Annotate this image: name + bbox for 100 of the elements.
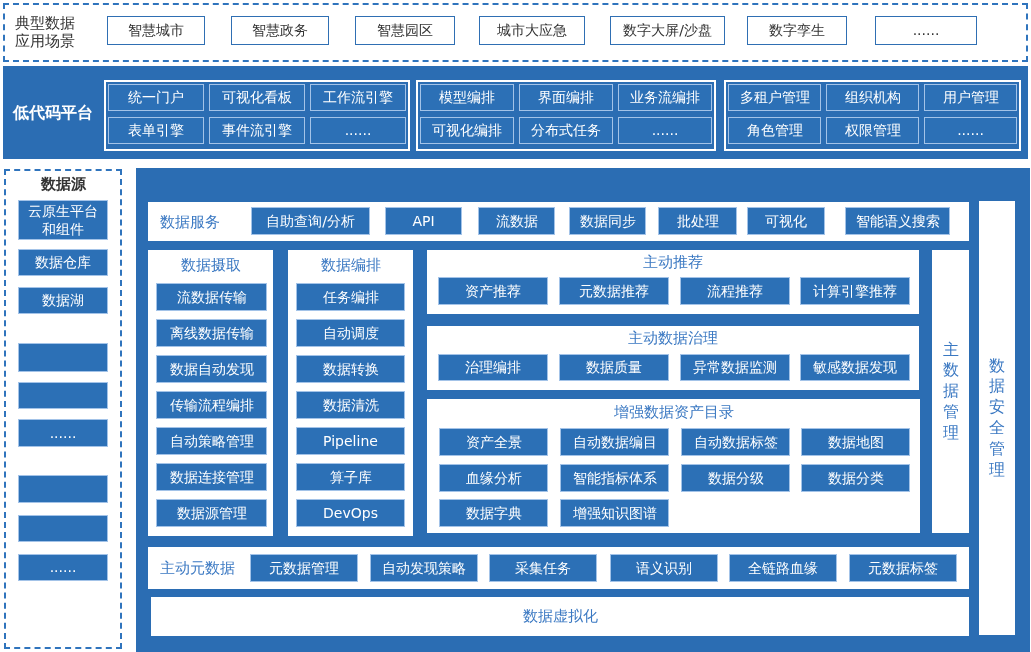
panel-title: 数据源 <box>40 175 86 194</box>
module-box: 流程推荐 <box>680 277 790 305</box>
scenario-box: 智慧城市 <box>107 16 205 45</box>
module-box: 计算引擎推荐 <box>800 277 910 305</box>
group-frame <box>104 80 410 151</box>
module-box: 数据质量 <box>559 354 669 381</box>
module-box: 元数据管理 <box>250 554 358 582</box>
layer-band <box>148 202 969 241</box>
module-box: 多租户管理 <box>728 84 821 111</box>
main-panel <box>136 168 1030 652</box>
vertical-panel: 数据安全管理 <box>979 201 1015 635</box>
module-box: 传输流程编排 <box>156 391 267 419</box>
panel-title: 主动数据治理 <box>628 329 718 348</box>
source-box <box>18 515 108 542</box>
module-box: 数据分级 <box>681 464 790 492</box>
section-panel <box>148 250 273 536</box>
module-box: 自动数据编目 <box>560 428 669 456</box>
module-box: 可视化看板 <box>209 84 305 111</box>
panel-title: 增强数据资产目录 <box>613 403 734 422</box>
module-box: 批处理 <box>658 207 737 235</box>
module-box: 流数据传输 <box>156 283 267 311</box>
module-box: 异常数据监测 <box>680 354 790 381</box>
module-box: 治理编排 <box>438 354 548 381</box>
scenario-box: 城市大应急 <box>479 16 585 45</box>
module-box: 用户管理 <box>924 84 1017 111</box>
source-box: ...... <box>18 554 108 581</box>
module-box: 事件流引擎 <box>209 117 305 144</box>
source-box <box>18 475 108 503</box>
source-box: 数据湖 <box>18 287 108 314</box>
module-box: DevOps <box>296 499 405 527</box>
section-panel <box>427 399 920 533</box>
module-box: API <box>385 207 462 235</box>
group-frame <box>416 80 716 151</box>
module-box: 业务流编排 <box>618 84 712 111</box>
module-box: 数据自动发现 <box>156 355 267 383</box>
band-label: 典型数据应用场景 <box>15 13 76 52</box>
scenario-box: 数字孪生 <box>747 16 847 45</box>
module-box: 分布式任务 <box>519 117 613 144</box>
source-panel <box>4 169 122 649</box>
module-box: 角色管理 <box>728 117 821 144</box>
vertical-panel: 主数据管理 <box>932 250 969 533</box>
platform-band <box>3 66 1028 159</box>
module-box: 数据清洗 <box>296 391 405 419</box>
module-box: 流数据 <box>478 207 555 235</box>
layer-band <box>148 547 969 589</box>
module-box: 模型编排 <box>420 84 514 111</box>
module-box: ...... <box>618 117 712 144</box>
module-box: 工作流引擎 <box>310 84 406 111</box>
module-box: ...... <box>924 117 1017 144</box>
band-label: 数据服务 <box>160 212 220 231</box>
module-box: 资产全景 <box>439 428 548 456</box>
module-box: 全链路血缘 <box>729 554 837 582</box>
source-box <box>18 382 108 409</box>
module-box: 自助查询/分析 <box>251 207 370 235</box>
module-box: 表单引擎 <box>108 117 204 144</box>
module-box: 组织机构 <box>826 84 919 111</box>
panel-title: 数据编排 <box>320 256 381 275</box>
band-label: 低代码平台 <box>13 102 93 123</box>
module-box: 采集任务 <box>489 554 597 582</box>
module-box: 可视化编排 <box>420 117 514 144</box>
module-box: 自动策略管理 <box>156 427 267 455</box>
module-box: 统一门户 <box>108 84 204 111</box>
module-box: 数据同步 <box>569 207 646 235</box>
source-box: ...... <box>18 419 108 447</box>
module-box: 数据地图 <box>801 428 910 456</box>
scenario-band <box>3 3 1028 62</box>
module-box: 任务编排 <box>296 283 405 311</box>
module-box: 语义识别 <box>610 554 718 582</box>
module-box: 智能指标体系 <box>560 464 669 492</box>
section-panel <box>288 250 413 536</box>
source-box: 数据仓库 <box>18 249 108 276</box>
scenario-box: 智慧政务 <box>231 16 329 45</box>
module-box: 数据连接管理 <box>156 463 267 491</box>
module-box: ...... <box>310 117 406 144</box>
section-panel <box>427 326 919 390</box>
layer-band: 数据虚拟化 <box>151 597 969 636</box>
module-box: 自动调度 <box>296 319 405 347</box>
module-box: 数据源管理 <box>156 499 267 527</box>
scenario-box: ...... <box>875 16 977 45</box>
module-box: 元数据推荐 <box>559 277 669 305</box>
module-box: 算子库 <box>296 463 405 491</box>
module-box: 权限管理 <box>826 117 919 144</box>
source-box <box>18 343 108 372</box>
module-box: 数据字典 <box>439 499 548 527</box>
module-box: 数据转换 <box>296 355 405 383</box>
module-box: 元数据标签 <box>849 554 957 582</box>
group-frame <box>724 80 1021 151</box>
module-box: 敏感数据发现 <box>800 354 910 381</box>
module-box: 界面编排 <box>519 84 613 111</box>
source-box: 云原生平台和组件 <box>18 200 108 240</box>
module-box: 自动发现策略 <box>370 554 478 582</box>
module-box: 离线数据传输 <box>156 319 267 347</box>
module-box: 增强知识图谱 <box>560 499 669 527</box>
scenario-box: 数字大屏/沙盘 <box>610 16 725 45</box>
scenario-box: 智慧园区 <box>355 16 455 45</box>
panel-title: 主动推荐 <box>643 253 703 272</box>
module-box: 可视化 <box>747 207 825 235</box>
section-panel <box>427 250 919 314</box>
module-box: 资产推荐 <box>438 277 548 305</box>
panel-title: 数据摄取 <box>180 256 241 275</box>
